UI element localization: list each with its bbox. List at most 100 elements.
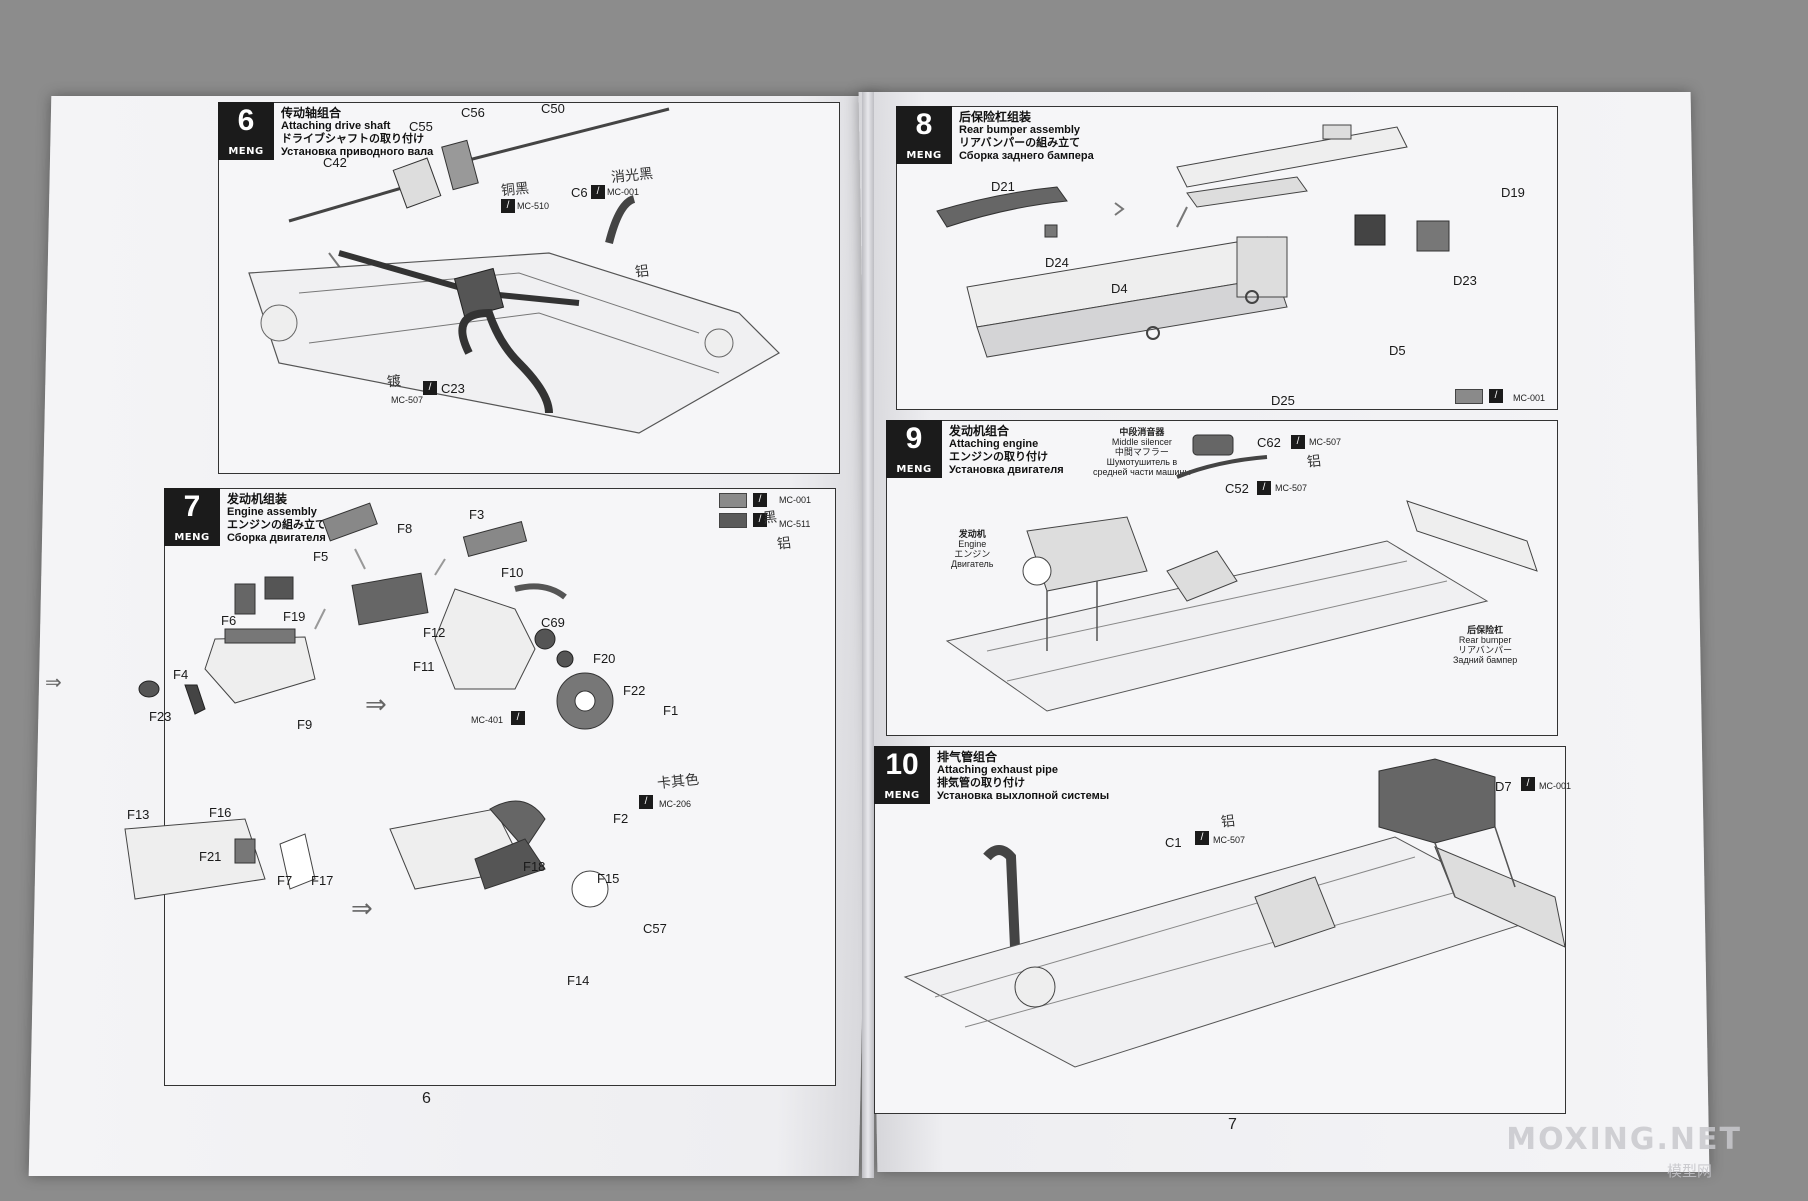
color-swatch <box>719 513 747 528</box>
meng-logo: MENG <box>906 150 942 161</box>
title-zh: 排气管组合 <box>937 750 998 764</box>
step-8-panel: 8 MENG 后保险杠组装 Rear bumper assembly リアバンパ… <box>896 106 1558 410</box>
page-number: 7 <box>1228 1116 1237 1133</box>
engine-assembly-drawing: ⇒ <box>45 502 614 908</box>
part-label: F17 <box>311 873 334 888</box>
part-label: F5 <box>313 549 329 564</box>
paint-code: MC-001 <box>779 495 812 505</box>
part-label: D21 <box>991 179 1015 194</box>
part-label: C42 <box>323 155 347 170</box>
step-title: 发动机组合 Attaching engine エンジンの取り付け Установ… <box>949 425 1064 477</box>
title-en: Attaching drive shaft <box>281 120 391 132</box>
label-line: Шумотушитель в <box>1106 457 1178 467</box>
paint-code: MC-401 <box>471 715 504 725</box>
part-label: F2 <box>613 811 629 826</box>
part-label: F15 <box>597 871 620 886</box>
part-label: F7 <box>277 873 293 888</box>
paint-code: MC-507 <box>1213 835 1246 845</box>
meng-logo: MENG <box>228 146 264 157</box>
handwritten-note: 铝 <box>1306 453 1322 471</box>
paint-code: MC-507 <box>1309 437 1342 447</box>
label-line: Middle silencer <box>1111 437 1172 447</box>
watermark: MOXING.NET <box>1506 1122 1742 1157</box>
title-ru: Сборка двигателя <box>227 532 326 544</box>
exhaust-pipe-drawing <box>903 758 1566 1068</box>
part-label: F10 <box>501 565 524 580</box>
title-ru: Установка двигателя <box>949 464 1064 476</box>
watermark-sub: 模型网 <box>1666 1163 1712 1180</box>
paint-code: MC-507 <box>1275 483 1308 493</box>
title-en: Attaching exhaust pipe <box>937 764 1059 776</box>
step-10-panel: 10 MENG 排气管组合 Attaching exhaust pipe 排気管… <box>874 746 1571 1114</box>
step-number: 9 <box>905 422 923 455</box>
part-label: D4 <box>1111 281 1128 296</box>
step-10-badge: 10 MENG <box>874 746 930 804</box>
label-line: 发动机 <box>958 529 986 539</box>
part-label: C56 <box>461 105 485 120</box>
middle-silencer-label: 中段消音器 Middle silencer 中間マフラー Шумотушител… <box>1093 427 1191 477</box>
part-label: F3 <box>469 507 485 522</box>
paint-brush-icon: / <box>1291 435 1305 449</box>
part-label: F9 <box>297 717 313 732</box>
paint-brush-icon: / <box>1489 389 1503 403</box>
step-8-badge: 8 MENG <box>896 106 952 164</box>
label-line: リアバンパー <box>1458 645 1513 655</box>
page-number: 6 <box>422 1090 431 1107</box>
svg-text:⇒: ⇒ <box>45 672 62 694</box>
label-line: 中段消音器 <box>1119 427 1165 437</box>
step-7-panel: 7 MENG 发动机组装 Engine assembly エンジンの組み立て С… <box>45 488 836 1086</box>
paint-code: MC-001 <box>1513 393 1546 403</box>
meng-logo: MENG <box>896 464 932 475</box>
title-jp: エンジンの組み立て <box>227 519 326 531</box>
handwritten-note: 铝 <box>1220 813 1236 831</box>
title-jp: リアバンパーの組み立て <box>959 137 1081 149</box>
rear-bumper-drawing <box>936 124 1450 358</box>
paint-brush-icon: / <box>639 795 653 809</box>
color-swatch <box>1455 389 1483 404</box>
part-label: D19 <box>1501 185 1525 200</box>
label-line: 后保险杠 <box>1467 625 1504 635</box>
paint-brush-icon: / <box>511 711 525 725</box>
title-zh: 发动机组合 <box>949 424 1010 438</box>
part-label: F19 <box>283 609 306 624</box>
paint-brush-icon: / <box>1257 481 1271 495</box>
step-title: 排气管组合 Attaching exhaust pipe 排気管の取り付け Ус… <box>937 751 1109 803</box>
paint-code: MC-507 <box>391 395 424 405</box>
booklet-spine <box>862 92 874 1178</box>
step-title: 发动机组装 Engine assembly エンジンの組み立て Сборка д… <box>227 493 326 545</box>
title-ru: Установка выхлопной системы <box>937 790 1110 802</box>
meng-logo: MENG <box>884 790 920 801</box>
part-label: C50 <box>541 101 565 116</box>
step-7-badge: 7 MENG <box>164 488 220 546</box>
part-label: D5 <box>1389 343 1406 358</box>
part-label: F6 <box>221 613 237 628</box>
title-en: Rear bumper assembly <box>959 124 1081 136</box>
step-6-panel: 6 MENG 传动轴组合 Attaching drive shaft ドライブシ… <box>218 101 840 474</box>
part-label: F18 <box>523 859 546 874</box>
part-label: D25 <box>1271 393 1295 408</box>
part-label: F16 <box>209 805 232 820</box>
part-label: F11 <box>413 659 435 674</box>
part-label: F20 <box>593 651 616 666</box>
paint-code: MC-001 <box>607 187 640 197</box>
label-line: エンジン <box>954 549 991 559</box>
step-9-badge: 9 MENG <box>886 420 942 478</box>
part-label: F21 <box>199 849 222 864</box>
part-label: C55 <box>409 119 433 134</box>
part-label: C57 <box>643 921 667 936</box>
part-label: D7 <box>1495 779 1512 794</box>
rear-bumper-label: 后保险杠 Rear bumper リアバンパー Задний бампер <box>1453 625 1517 665</box>
engine-label: 发动机 Engine エンジン Двигатель <box>951 529 993 569</box>
part-label: F8 <box>397 521 413 536</box>
label-line: Rear bumper <box>1458 635 1512 645</box>
paint-brush-icon: / <box>753 493 767 507</box>
step-number: 7 <box>183 490 201 523</box>
label-line: средней части машины <box>1093 467 1191 477</box>
title-ru: Сборка заднего бампера <box>959 150 1094 162</box>
label-line: Задний бампер <box>1453 655 1518 665</box>
step-number: 8 <box>915 108 933 141</box>
step-title: 后保险杠组装 Rear bumper assembly リアバンパーの組み立て … <box>959 111 1094 163</box>
step-9-panel: 9 MENG 发动机组合 Attaching engine エンジンの取り付け … <box>886 420 1558 736</box>
title-jp: 排気管の取り付け <box>937 777 1025 789</box>
title-jp: エンジンの取り付け <box>949 451 1048 463</box>
